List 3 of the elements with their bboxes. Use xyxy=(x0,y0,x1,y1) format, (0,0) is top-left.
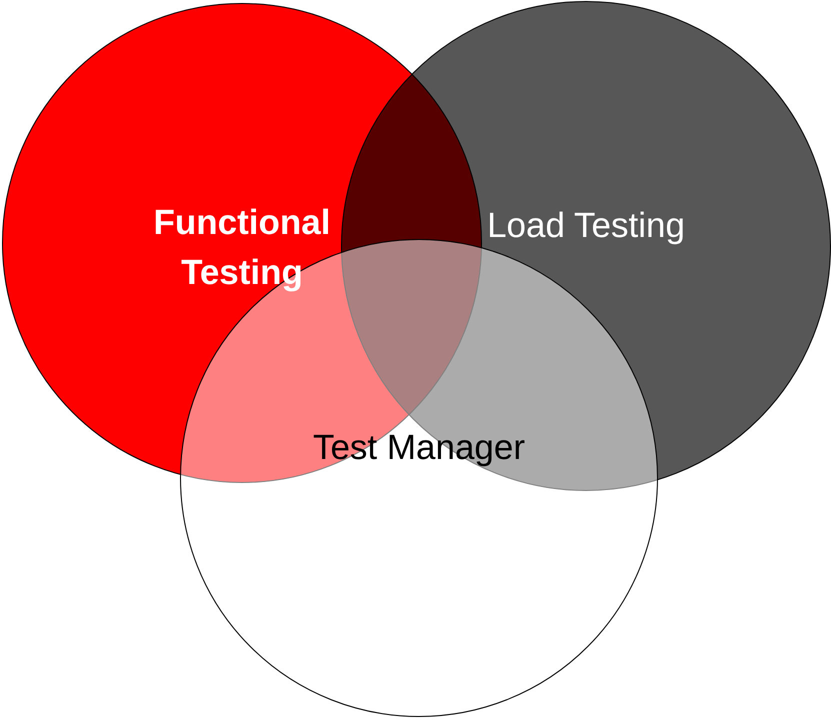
set-label: Load Testing xyxy=(486,205,686,247)
set-label: Test Manager xyxy=(312,427,526,469)
set-label: Functional Testing xyxy=(152,202,332,294)
